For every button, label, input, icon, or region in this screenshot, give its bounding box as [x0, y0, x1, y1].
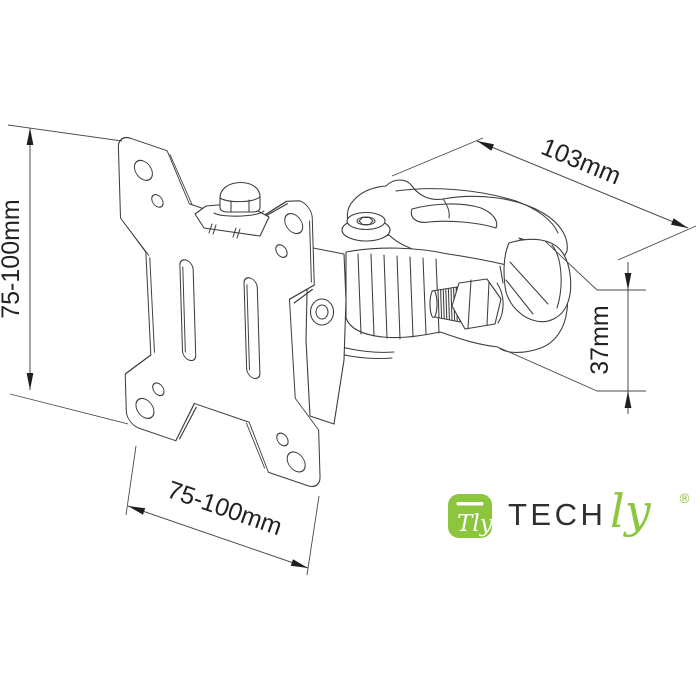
dimension-right: 37mm	[499, 240, 646, 414]
registered-trademark: ®	[678, 492, 691, 507]
arrow-down-icon	[26, 373, 34, 390]
pivot-ring-inner	[315, 304, 329, 320]
dimension-label: 103mm	[537, 133, 625, 191]
corner-hole	[286, 451, 306, 473]
leader-line	[499, 347, 598, 392]
slot-right	[243, 277, 261, 380]
leader-line	[544, 240, 598, 291]
dimension-left: 75-100mm	[0, 124, 129, 425]
extension-line	[9, 393, 129, 425]
pilot-hole	[151, 193, 164, 208]
slot-left	[179, 259, 197, 362]
brand-logo: Tly TECH ly ®	[448, 484, 691, 538]
washer-edge	[496, 282, 504, 324]
hinge-flange	[305, 246, 347, 425]
pilot-hole	[275, 244, 288, 258]
arrow-downright-icon	[671, 218, 688, 228]
hex-socket-icon	[358, 216, 374, 226]
corner-hole	[135, 397, 155, 419]
plate-outline	[117, 137, 321, 488]
arrow-upleft-icon	[477, 141, 494, 151]
pivot-ring-outer	[309, 298, 335, 326]
arrow-down-icon	[624, 273, 632, 290]
arrow-right-icon	[290, 559, 308, 568]
clamp-end-cap	[503, 238, 572, 323]
plate-edge-details	[122, 154, 314, 469]
clip-ticks	[208, 223, 241, 239]
pilot-hole	[152, 382, 165, 397]
pilot-hole	[276, 432, 289, 447]
extension-line	[306, 495, 320, 576]
clamp-bolt	[429, 278, 504, 330]
dimension-label: 75-100mm	[0, 199, 25, 319]
tilt-bracket	[194, 182, 270, 239]
vesa-plate	[117, 137, 321, 488]
arrow-left-icon	[128, 506, 146, 515]
pivot-boss	[341, 211, 391, 242]
cap-nut	[213, 182, 265, 217]
corner-hole	[284, 213, 304, 235]
dimension-label: 75-100mm	[164, 476, 286, 542]
extension-line	[617, 225, 697, 261]
extension-line	[391, 137, 484, 177]
dimension-label: 37mm	[586, 305, 614, 374]
corner-hole	[133, 159, 153, 181]
extension-line	[7, 124, 123, 142]
hook-slot	[410, 203, 498, 229]
brand-name-suffix: ly	[610, 484, 652, 538]
extension-line	[125, 445, 137, 516]
logo-icon-text: Tly	[457, 511, 494, 537]
vesa-slots	[179, 259, 261, 380]
arrow-up-icon	[26, 128, 34, 145]
mounting-holes	[133, 159, 306, 473]
arrow-up-icon	[624, 391, 632, 408]
brand-name-prefix: TECH	[508, 497, 606, 532]
logo-icon-bar	[456, 502, 484, 506]
clamp-assembly	[305, 179, 572, 425]
